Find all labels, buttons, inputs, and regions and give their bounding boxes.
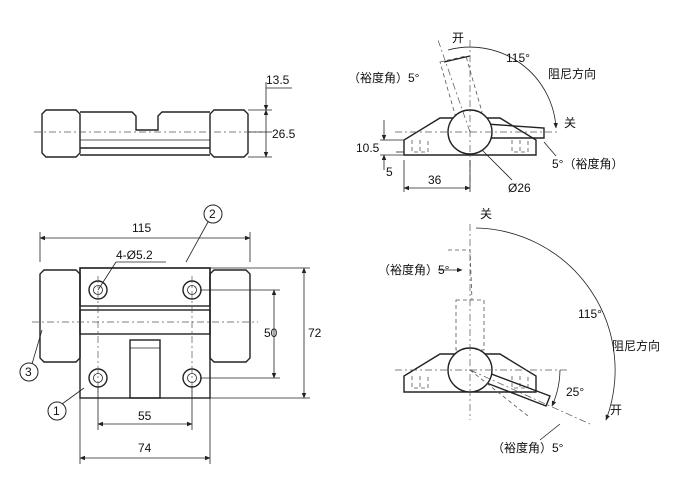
middle-band <box>79 309 211 335</box>
open-leaf-ghost <box>439 55 483 119</box>
label-open: 开 <box>452 31 464 45</box>
dim-13-5: 13.5 <box>266 73 290 87</box>
balloon-label: 3 <box>25 365 32 379</box>
screw-hidden <box>511 140 529 153</box>
balloon-leader <box>185 221 209 263</box>
dim-dia-26: Ø26 <box>508 181 531 195</box>
dim-26-5: 26.5 <box>272 127 296 141</box>
side-view-top: 开 115° 阻尼方向 关 （裕度角）5° 5°（裕度角） 10.5 5 36 … <box>348 31 623 195</box>
rotation-arc <box>447 46 558 129</box>
clearance-line <box>469 369 529 417</box>
balloon-leader <box>61 387 85 405</box>
dim-10-5: 10.5 <box>356 141 380 155</box>
angle-115: 115° <box>506 51 530 65</box>
dim-72: 72 <box>308 326 322 340</box>
balloon-circle <box>203 204 223 224</box>
clearance-right: 5°（裕度角） <box>552 156 623 171</box>
angle-25: 25° <box>566 385 584 399</box>
clearance-left: （裕度角）5° <box>348 70 420 85</box>
balloon-label: 1 <box>53 404 60 418</box>
leader <box>543 141 557 157</box>
top-view: 13.5 26.5 <box>34 73 296 158</box>
dim-50: 50 <box>264 326 278 340</box>
balloon-2: 2 <box>185 204 223 263</box>
balloon-circle <box>47 401 67 421</box>
clearance-bottom: （裕度角）5° <box>492 440 564 455</box>
balloon-1: 1 <box>47 387 85 421</box>
clearance-ghost <box>448 249 473 301</box>
left-knuckle <box>39 269 81 363</box>
open-angle-line <box>469 369 591 425</box>
right-knuckle <box>209 269 251 363</box>
open-angle-line <box>437 39 471 133</box>
dim-74: 74 <box>138 441 152 455</box>
side-view-bottom: 关 115° 阻尼方向 开 （裕度角）5° （裕度角）5° 25° <box>378 207 660 455</box>
screw-hidden <box>411 140 429 153</box>
open-leaf-top <box>443 55 471 63</box>
right-knuckle-outline <box>209 109 249 158</box>
damping-direction: 阻尼方向 <box>612 338 660 353</box>
dim-55: 55 <box>138 409 152 423</box>
screw-hidden <box>411 376 429 389</box>
rotation-arc <box>475 227 616 421</box>
closed-leaf <box>485 123 545 139</box>
screw-hidden <box>511 376 529 389</box>
clearance-top: （裕度角）5° <box>378 262 450 277</box>
dim-5: 5 <box>386 165 393 179</box>
body-top-edge <box>80 111 210 131</box>
label-close: 关 <box>480 207 492 221</box>
lower-tab <box>129 339 161 399</box>
dim-115: 115 <box>132 221 151 235</box>
angle-25-arc <box>551 369 561 407</box>
front-view: 115 4-Ø5.2 72 50 55 74 2 <box>19 204 322 464</box>
label-open: 开 <box>610 403 622 417</box>
holes-label: 4-Ø5.2 <box>116 248 153 262</box>
leader <box>539 423 561 441</box>
angle-115: 115° <box>578 307 602 321</box>
balloon-circle <box>19 362 39 382</box>
balloon-label: 2 <box>209 207 216 221</box>
left-knuckle-outline <box>41 109 81 158</box>
balloon-leader <box>31 329 43 365</box>
open-leaf <box>483 371 551 407</box>
upper-leaf <box>79 267 211 307</box>
side-base <box>403 353 537 393</box>
dim-36: 36 <box>428 173 442 187</box>
label-close: 关 <box>564 116 576 130</box>
balloon-3: 3 <box>19 329 43 382</box>
closed-leaf-ghost <box>455 299 485 351</box>
dia-leader <box>481 149 513 181</box>
holes-leader <box>97 261 117 291</box>
damping-direction: 阻尼方向 <box>548 66 596 81</box>
